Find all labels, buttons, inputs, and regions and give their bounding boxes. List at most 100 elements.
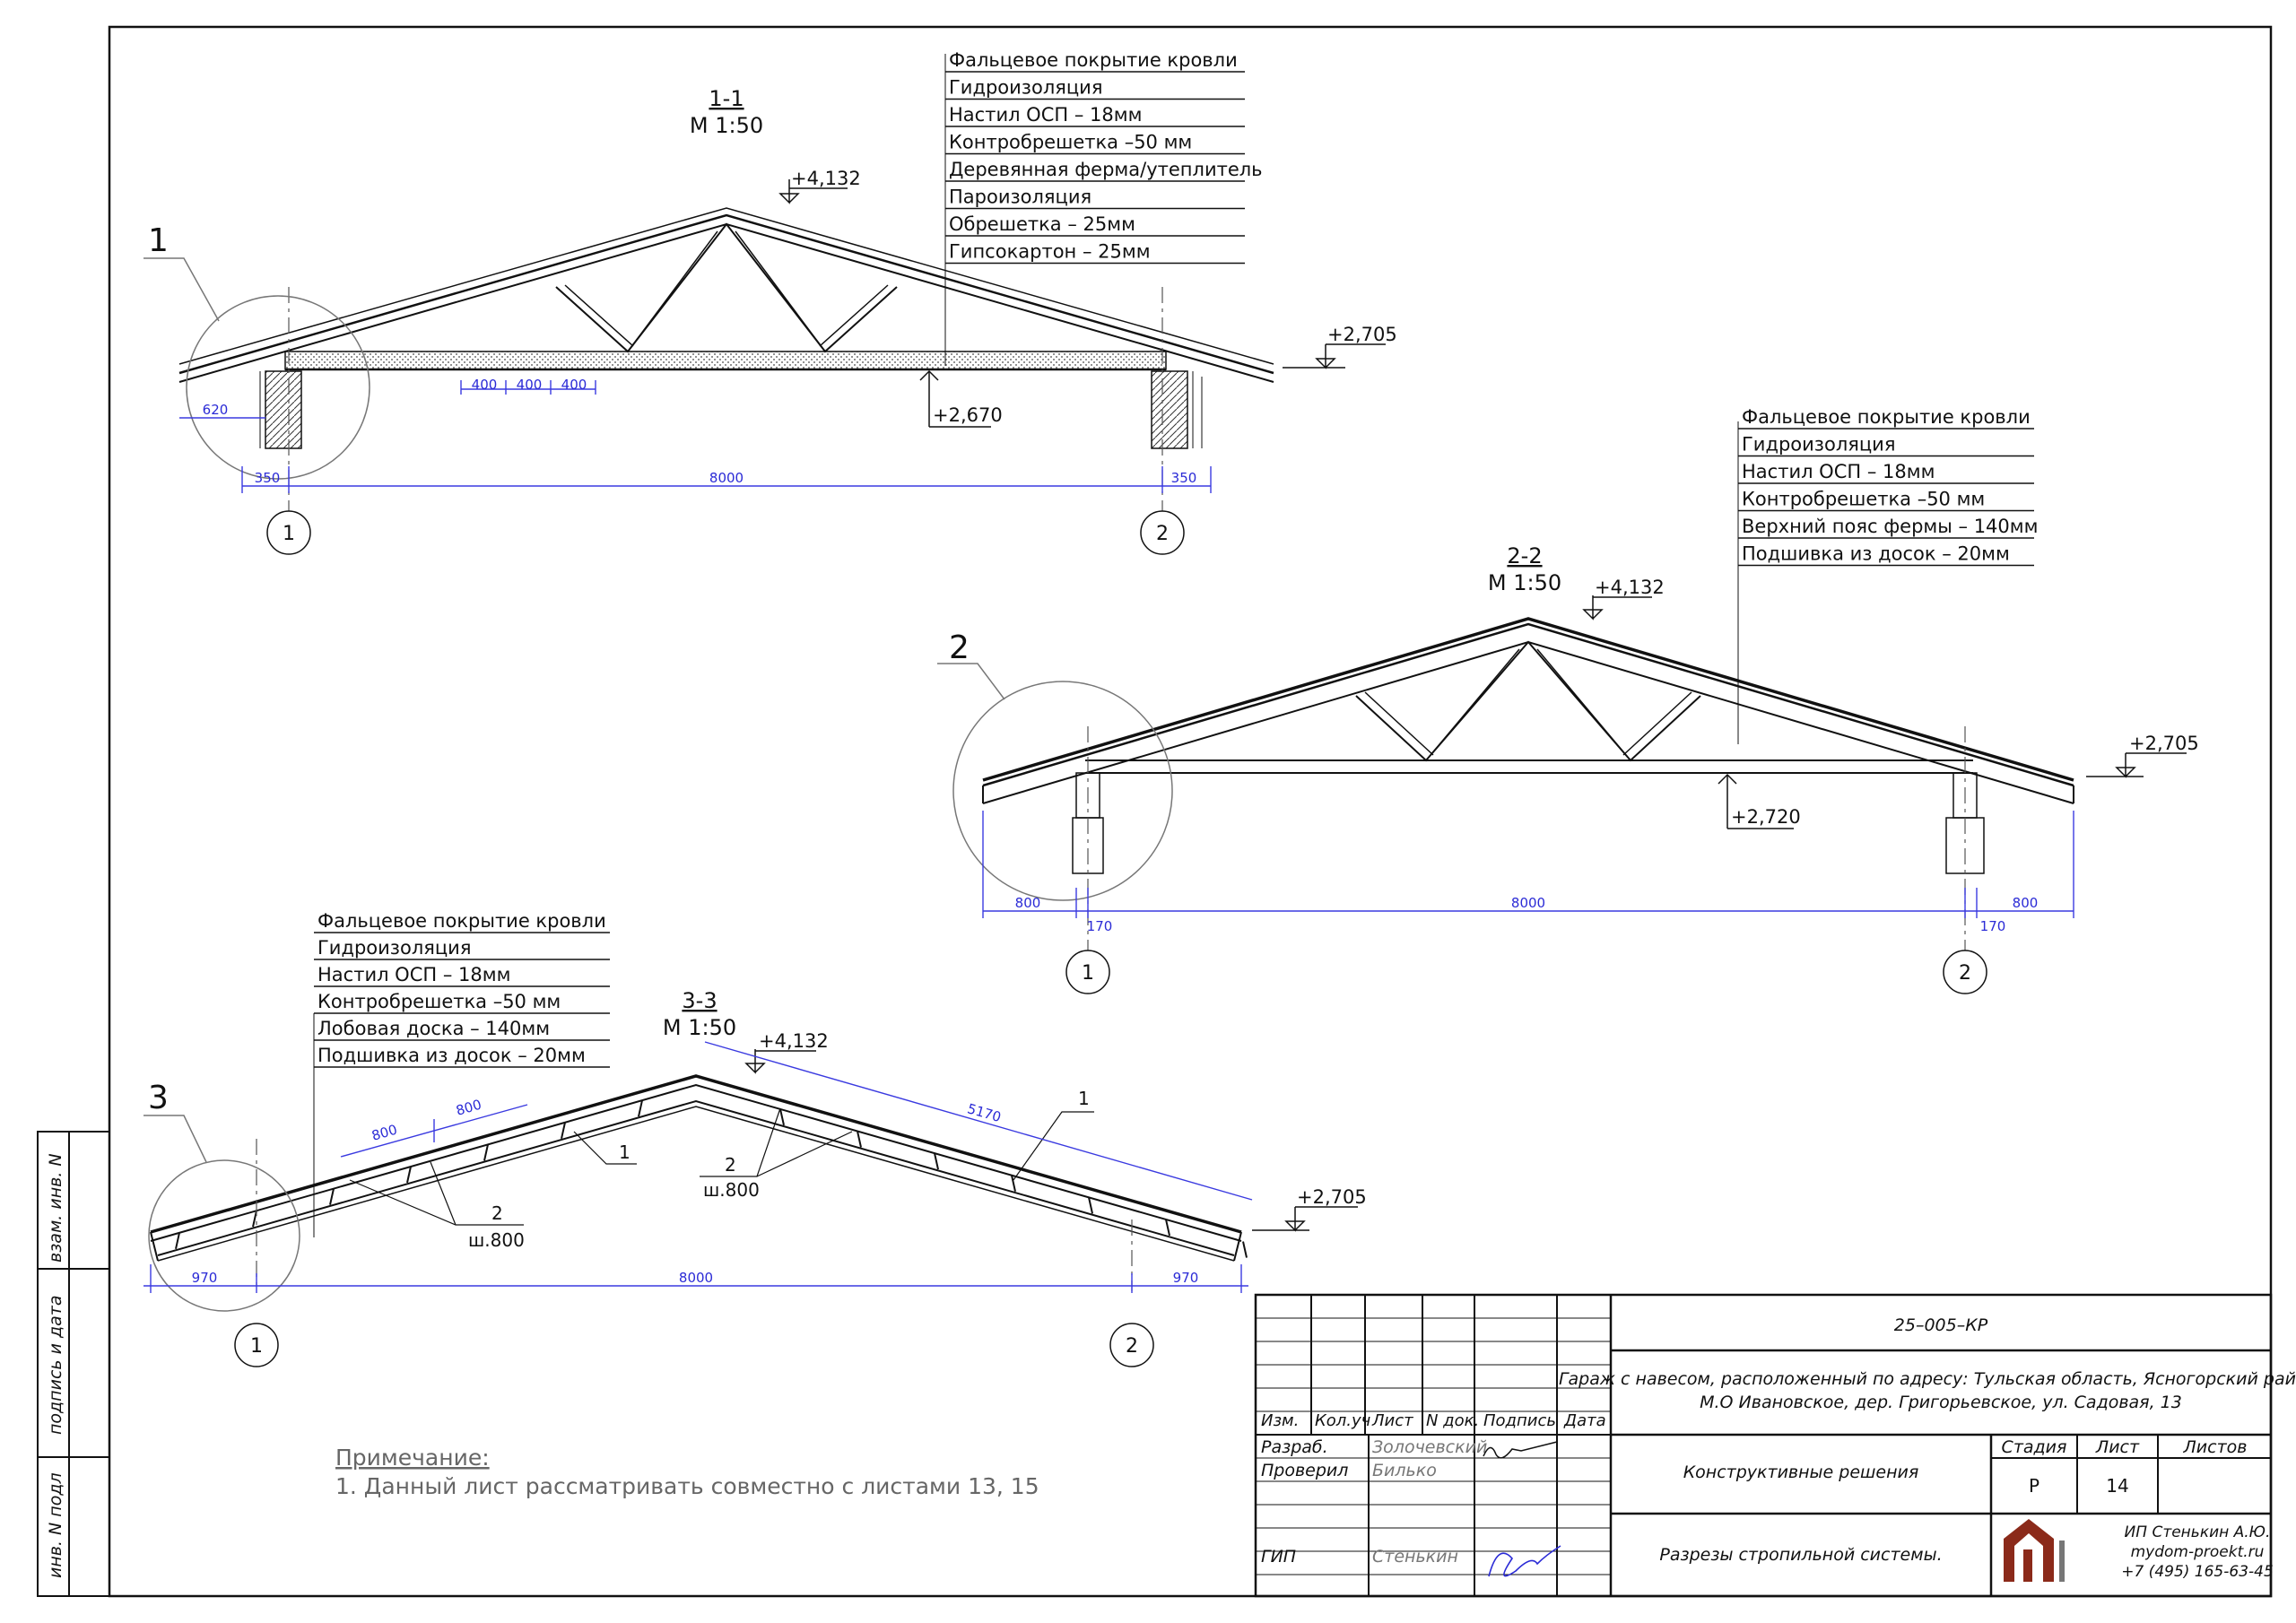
svg-text:8000: 8000 [1511, 895, 1545, 911]
batten [561, 1122, 566, 1139]
signature-mark [1488, 1545, 1561, 1577]
wall-right [1151, 370, 1188, 449]
layer-label: Верхний пояс фермы – 140мм [1742, 516, 2038, 537]
wall-left [265, 370, 302, 449]
svg-text:5170: 5170 [966, 1100, 1004, 1125]
axis-bubble: 1 [266, 510, 311, 555]
header-cell: Изм. [1261, 1411, 1299, 1430]
role-name: Стенькин [1372, 1547, 1458, 1567]
company-phone: +7 (495) 165-63-45 [2121, 1563, 2274, 1581]
svg-text:+4,132: +4,132 [759, 1030, 829, 1052]
callout-number: 2 [949, 629, 970, 666]
header-cell: N док. [1426, 1411, 1479, 1430]
detail-callout [952, 681, 1173, 901]
elevation-mark: +2,705 [1283, 324, 1397, 369]
batten [329, 1188, 335, 1205]
callout-number: 3 [148, 1080, 169, 1116]
note-text: 1. Данный лист рассматривать совместно с… [335, 1473, 1039, 1499]
side-stamp-label: подпись и дата [46, 1295, 65, 1435]
svg-text:+2,670: +2,670 [933, 404, 1003, 426]
elevation-mark: +2,670 [919, 369, 1003, 428]
batten [1242, 1241, 1248, 1258]
section-scale: М 1:50 [1488, 570, 1561, 595]
layer-label: Обрешетка – 25мм [949, 213, 1135, 235]
batten [483, 1144, 489, 1161]
layer-label: Деревянная ферма/утеплитель [949, 159, 1263, 180]
roof-inner [157, 1099, 1235, 1256]
truss-web [555, 222, 898, 353]
header-cell: Кол.уч [1315, 1411, 1370, 1430]
company-site: mydom-proekt.ru [2131, 1543, 2265, 1561]
axis-bubble: 1 [1065, 950, 1110, 994]
stage-value: Р [2029, 1475, 2039, 1497]
truss-web [1355, 640, 1701, 762]
dimensions: 620 400 400 400 350 8000 350 [179, 377, 1212, 493]
svg-text:+2,705: +2,705 [2129, 733, 2199, 754]
svg-text:800: 800 [1015, 895, 1041, 911]
layer-label: Пароизоляция [949, 187, 1091, 208]
layer-label: Гидроизоляция [949, 77, 1102, 99]
svg-text:350: 350 [255, 470, 281, 486]
header-cell: Подпись [1483, 1411, 1556, 1430]
layer-label: Настил ОСП – 18мм [949, 104, 1142, 126]
role-name: Золочевский [1372, 1437, 1487, 1457]
svg-text:2: 2 [1959, 962, 1971, 985]
note-title: Примечание: [335, 1445, 490, 1471]
batten [1011, 1175, 1016, 1192]
elevation-mark: +2,705 [1252, 1186, 1367, 1232]
svg-text:2: 2 [1126, 1335, 1138, 1358]
section-3-3: 3-3 М 1:50 3 +4,132 +2,705 1 [144, 910, 1367, 1367]
role-name: Билько [1372, 1461, 1437, 1480]
roof-outer [982, 622, 2074, 787]
layer-label: Настил ОСП – 18мм [317, 964, 510, 985]
company-logo [2004, 1519, 2065, 1582]
sheet-label: Лист [2095, 1437, 2140, 1457]
role-label: Разраб. [1261, 1437, 1328, 1457]
sheet-frame [108, 25, 2273, 1598]
axis-bubble: 2 [1943, 950, 1987, 994]
axis-bubble: 2 [1109, 1323, 1154, 1367]
svg-text:800: 800 [454, 1097, 483, 1119]
sheet-title: Разрезы стропильной системы. [1659, 1545, 1942, 1565]
section-2-2: 2-2 М 1:50 2 +4,132 [937, 406, 2199, 994]
sheets-label: Листов [2183, 1437, 2248, 1457]
layer-label: Контробрешетка –50 мм [317, 991, 561, 1012]
side-stamp: взам. инв. N подпись и дата инв. N подл [37, 1131, 110, 1597]
layer-label: Гидроизоляция [1742, 434, 1895, 456]
svg-text:400: 400 [472, 377, 498, 393]
svg-text:2: 2 [725, 1154, 736, 1176]
svg-text:2: 2 [491, 1202, 503, 1224]
batten [638, 1099, 643, 1117]
side-stamp-label: взам. инв. N [46, 1153, 65, 1263]
roof-inner [982, 640, 2074, 804]
svg-text:1: 1 [283, 523, 295, 545]
layer-label: Гидроизоляция [317, 937, 471, 959]
note: Примечание: 1. Данный лист рассматривать… [335, 1445, 1039, 1499]
svg-text:+4,132: +4,132 [1595, 577, 1665, 598]
layer-label: Гипсокартон – 25мм [949, 241, 1151, 263]
elevation-mark: +2,705 [2086, 733, 2199, 778]
section-title: Конструктивные решения [1683, 1462, 1919, 1482]
section-mark: 3-3 [682, 988, 717, 1013]
layer-stack: Фальцевое покрытие кровлиГидроизоляцияНа… [945, 49, 1263, 265]
layer-label: Подшивка из досок – 20мм [317, 1045, 586, 1066]
svg-text:170: 170 [1980, 918, 2006, 934]
layer-label: Фальцевое покрытие кровли [949, 49, 1238, 71]
project-address: М.О Ивановское, дер. Григорьевское, ул. … [1700, 1393, 2182, 1412]
svg-text:400: 400 [561, 377, 587, 393]
section-mark: 2-2 [1507, 543, 1542, 568]
batten [1088, 1197, 1093, 1214]
svg-text:1: 1 [619, 1141, 631, 1163]
svg-text:970: 970 [1173, 1270, 1199, 1286]
insulation-layer [284, 351, 1167, 370]
dimensions: 970 8000 970 5170 800 800 [144, 1041, 1253, 1293]
elevation-mark: +4,132 [1582, 577, 1665, 621]
dimensions: 800 170 8000 170 800 [982, 811, 2074, 934]
svg-text:800: 800 [2013, 895, 2039, 911]
svg-text:1: 1 [1082, 962, 1094, 985]
axis-bubble: 1 [234, 1323, 279, 1367]
role-label: Проверил [1261, 1461, 1348, 1480]
leader-labels: 1 1 2 ш.800 2 ш.800 [349, 1088, 1094, 1251]
svg-text:2: 2 [1156, 523, 1169, 545]
